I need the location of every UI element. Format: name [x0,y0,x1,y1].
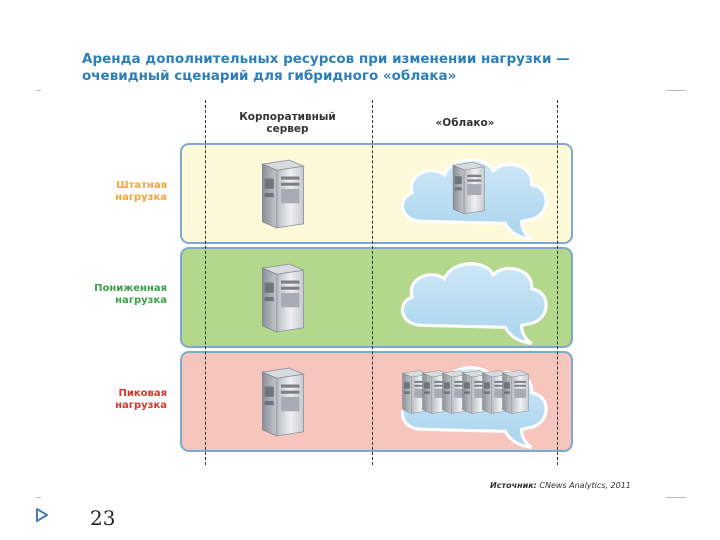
row-label-low-line2: нагрузка [115,295,167,306]
column-header-corporate: Корпоративный сервер [205,111,370,135]
server-icon [500,368,530,416]
column-header-corporate-line2: сервер [266,123,309,135]
source-text: CNews Analytics, 2011 [539,481,631,490]
source-credit: Источник: CNews Analytics, 2011 [490,481,631,490]
diagram-title: Аренда дополнительных ресурсов при измен… [82,51,570,85]
row-label-peak: Пиковая нагрузка [115,388,167,412]
row-label-low-line1: Пониженная [94,283,167,294]
server-icon [258,158,306,230]
right-bottom-tick [666,497,686,498]
server-icon [450,160,486,216]
arrow-right-icon [36,508,48,522]
server-icon [258,366,306,438]
source-label: Источник: [490,481,537,490]
row-label-normal-line1: Штатная [116,180,167,191]
cloud-icon [392,254,554,346]
left-bottom-tick [36,497,41,498]
right-top-tick [666,90,686,91]
divider-line-right [557,100,558,465]
row-label-peak-line2: нагрузка [115,400,167,411]
title-line-1: Аренда дополнительных ресурсов при измен… [82,51,570,67]
server-icon [258,262,306,334]
column-header-cloud: «Облако» [375,117,555,129]
divider-line-left [205,100,206,465]
page-number: 23 [90,506,116,530]
row-label-low: Пониженная нагрузка [94,283,167,307]
column-header-corporate-line1: Корпоративный [239,111,336,123]
left-top-tick [36,90,41,91]
title-line-2: очевидный сценарий для гибридного «облак… [82,68,457,84]
row-label-peak-line1: Пиковая [118,388,167,399]
row-label-normal-line2: нагрузка [115,192,167,203]
divider-line-middle [372,100,373,465]
column-header-cloud-line1: «Облако» [435,117,495,129]
row-label-normal: Штатная нагрузка [115,180,167,204]
